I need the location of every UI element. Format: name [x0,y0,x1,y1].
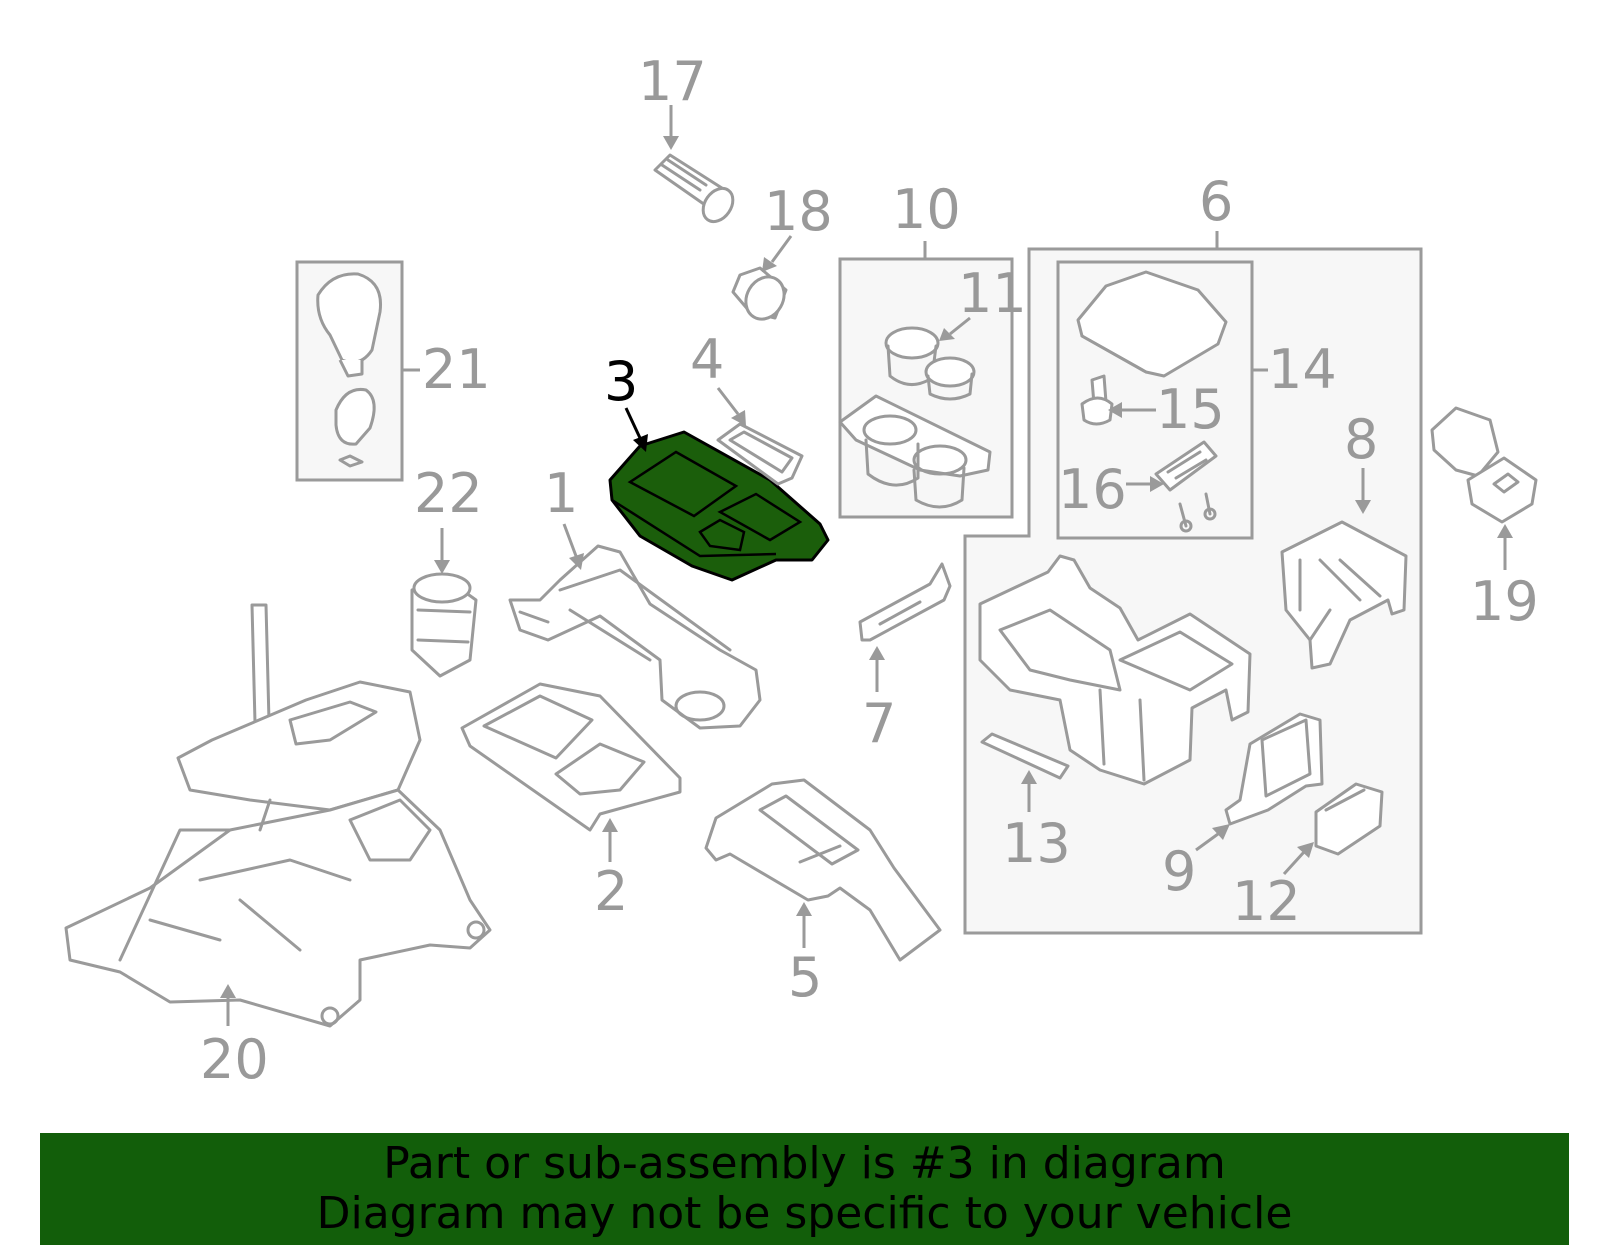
part-13-trim-strip[interactable] [980,732,1070,780]
part-16-latch[interactable] [1154,440,1218,533]
callout-16: 16 [1058,458,1127,521]
part-1-console-frame[interactable] [508,544,762,730]
callout-1: 1 [544,462,578,525]
part-20-shifter-assembly[interactable] [64,603,492,1028]
info-banner: Part or sub-assembly is #3 in diagram Di… [40,1133,1569,1245]
part-21-shift-knob[interactable] [316,272,383,468]
part-8-bracket[interactable] [1280,520,1408,670]
callout-5: 5 [788,946,822,1009]
part-12-pocket[interactable] [1314,782,1384,856]
callout-19: 19 [1470,570,1539,633]
part-4-mat[interactable] [716,422,804,486]
callout-4: 4 [690,328,724,391]
banner-line-disclaimer: Diagram may not be specific to your vehi… [316,1188,1293,1239]
callout-11: 11 [958,262,1027,325]
part-18-ring[interactable] [731,266,792,326]
callout-17: 17 [638,50,707,113]
leader-lines [220,105,1513,1026]
callout-22: 22 [414,462,483,525]
callout-8: 8 [1344,408,1378,471]
callout-20: 20 [200,1028,269,1091]
part-6-console-body[interactable] [978,554,1252,786]
callout-2: 2 [594,860,628,923]
part-15-bolt[interactable] [1080,374,1114,426]
part-2-console-tray[interactable] [460,682,682,832]
part-22-cylinder[interactable] [410,572,478,678]
callout-21: 21 [422,338,491,401]
banner-line-part: Part or sub-assembly is #3 in diagram [383,1138,1226,1189]
callout-10: 10 [892,178,961,241]
part-7-bracket[interactable] [858,562,952,642]
callout-14: 14 [1268,338,1337,401]
callout-13: 13 [1002,812,1071,875]
part-19-switch-panel[interactable] [1430,406,1538,524]
part-11-cup-holder-insert[interactable] [884,326,976,401]
callout-12: 12 [1232,870,1301,933]
callout-labels: 17 18 10 6 11 14 15 16 8 19 21 3 4 22 1 … [200,50,1539,1091]
part-3-console-cover[interactable] [608,430,830,582]
part-17-socket[interactable] [653,153,739,227]
callout-7: 7 [862,692,896,755]
callout-9: 9 [1162,840,1196,903]
part-9-trim-panel[interactable] [1224,712,1324,826]
callout-15: 15 [1156,378,1225,441]
part-5-shift-boot-panel[interactable] [704,778,942,962]
part-14-armrest-lid[interactable] [1076,270,1228,378]
callout-18: 18 [764,180,833,243]
part-10-cup-holder[interactable] [838,394,992,509]
callout-3: 3 [604,350,638,413]
callout-6: 6 [1199,170,1233,233]
